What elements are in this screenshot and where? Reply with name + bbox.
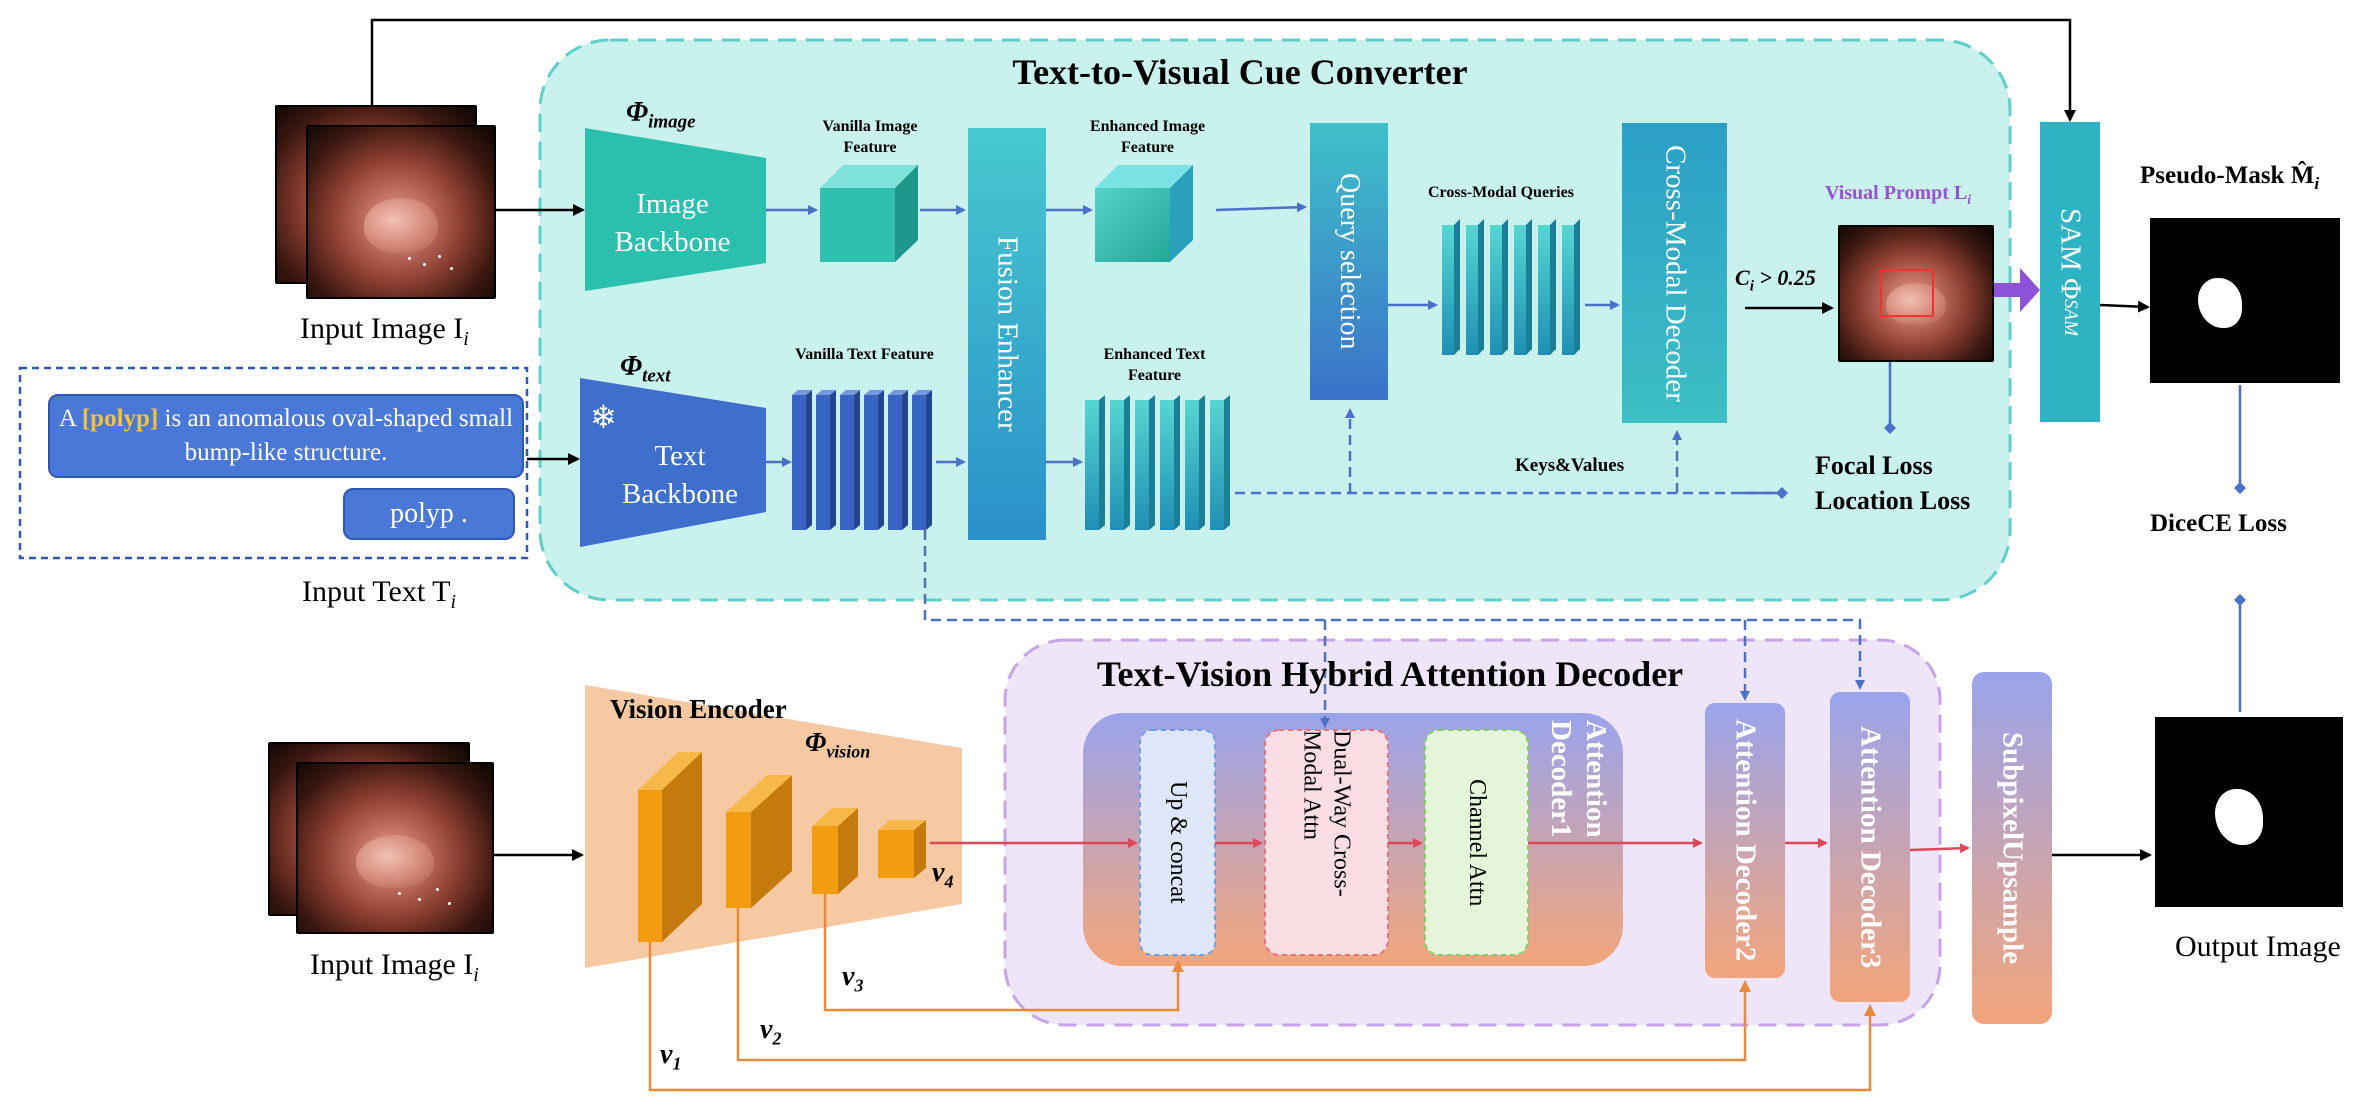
output-image-label: Output Image xyxy=(2175,930,2341,963)
input-image-label-bottom: Input Image Ii xyxy=(310,948,479,986)
output-image xyxy=(2155,717,2343,907)
keys-values-label: Keys&Values xyxy=(1515,455,1625,476)
enhanced-text-feature-label: Enhanced Text Feature xyxy=(1103,346,1206,384)
bottom-panel-title: Text-Vision Hybrid Attention Decoder xyxy=(1096,654,1684,694)
input-text-frame xyxy=(18,366,529,560)
text-prompt-short-pill: polyp . xyxy=(343,488,515,540)
top-panel xyxy=(538,38,2012,602)
vision-encoder-blocks xyxy=(638,752,926,942)
pseudo-mask-image xyxy=(2150,218,2340,383)
threshold-label: Ci > 0.25 xyxy=(1735,265,1816,295)
phi-vision-label: Φvision xyxy=(805,727,871,762)
enhanced-image-cube-side xyxy=(1170,165,1193,262)
cross-modal-decoder-box xyxy=(1622,123,1727,423)
image-backbone-shape xyxy=(585,128,766,291)
pseudo-mask-label: Pseudo-Mask M̂i xyxy=(2140,162,2320,193)
bounding-box xyxy=(1880,269,1934,317)
vanilla-image-cube-top xyxy=(820,165,918,188)
cross-modal-query-bars xyxy=(1442,219,1580,355)
vanilla-image-cube-front xyxy=(820,188,895,262)
enhanced-text-bars xyxy=(1085,395,1230,530)
phi-image-label: Φimage xyxy=(626,97,696,133)
phi-text-label: Φtext xyxy=(620,351,671,387)
vanilla-image-feature-label: Vanilla Image Feature xyxy=(822,118,918,156)
fusion-enhancer-label: Fusion Enhancer xyxy=(991,236,1024,432)
vanilla-text-feature-label: Vanilla Text Feature xyxy=(795,346,934,363)
vision-encoder-label: Vision Encoder xyxy=(610,694,787,724)
query-selection-box xyxy=(1310,123,1388,400)
dicece-loss-label: DiceCE Loss xyxy=(2150,510,2287,537)
subpixel-upsample-label: SubpixelUpsample xyxy=(1996,731,2029,965)
subpixel-upsample-box xyxy=(1972,672,2052,1024)
top-panel-title: Text-to-Visual Cue Converter xyxy=(1012,52,1468,92)
up-concat-label: Up & concat xyxy=(1165,781,1191,904)
attention-decoder3-label: Attention Decoder3 xyxy=(1854,725,1887,969)
up-concat-box xyxy=(1139,729,1216,956)
enhanced-image-cube-top xyxy=(1095,165,1193,188)
purple-arrow xyxy=(1993,268,2040,312)
attention-decoder2-box xyxy=(1705,703,1785,978)
fusion-enhancer-box xyxy=(968,128,1046,540)
input-text-label: Input Text Ti xyxy=(302,575,457,613)
input-image-label-top: Input Image Ii xyxy=(300,312,469,350)
vanilla-text-bars xyxy=(792,390,932,530)
channel-attn-box xyxy=(1424,729,1529,956)
dual-way-box xyxy=(1264,729,1389,956)
v1-label: v1 xyxy=(660,1039,682,1074)
channel-attn-label: Channel Attn xyxy=(1464,778,1490,907)
attention-decoder1-label: Attention Decoder1 xyxy=(1545,720,1612,838)
dual-way-label: Dual-Way Cross-Modal Attn xyxy=(1298,730,1355,897)
text-prompt-pill: A [polyp] is an anomalous oval-shaped sm… xyxy=(48,394,524,478)
v3-label: v3 xyxy=(842,961,864,996)
attention-decoder3-box xyxy=(1830,692,1910,1002)
enhanced-image-cube-front xyxy=(1095,188,1170,262)
visual-prompt-image xyxy=(1838,225,1994,362)
input-image-bottom xyxy=(296,762,494,934)
snowflake-icon: ❄ xyxy=(590,399,617,435)
v4-label: v4 xyxy=(932,857,954,892)
attention-decoder2-label: Attention Decoder2 xyxy=(1729,719,1762,962)
cross-modal-queries-label: Cross-Modal Queries xyxy=(1428,184,1574,201)
vanilla-image-cube-side xyxy=(895,165,918,262)
text-backbone-shape xyxy=(580,378,766,547)
enhanced-image-feature-label: Enhanced Image Feature xyxy=(1089,118,1206,156)
query-selection-label: Query selection xyxy=(1334,173,1365,350)
focal-loss-label: Focal Loss xyxy=(1815,451,1933,480)
visual-prompt-label: Visual Prompt Li xyxy=(1825,182,1972,208)
location-loss-label: Location Loss xyxy=(1815,486,1971,515)
text-backbone-label: Text Backbone xyxy=(622,440,738,510)
cross-modal-decoder-label: Cross-Modal Decoder xyxy=(1659,144,1692,402)
image-backbone-label: Image Backbone xyxy=(614,188,731,258)
sam-box xyxy=(2040,122,2100,422)
v2-label: v2 xyxy=(760,1014,782,1049)
input-image-top xyxy=(306,125,496,299)
